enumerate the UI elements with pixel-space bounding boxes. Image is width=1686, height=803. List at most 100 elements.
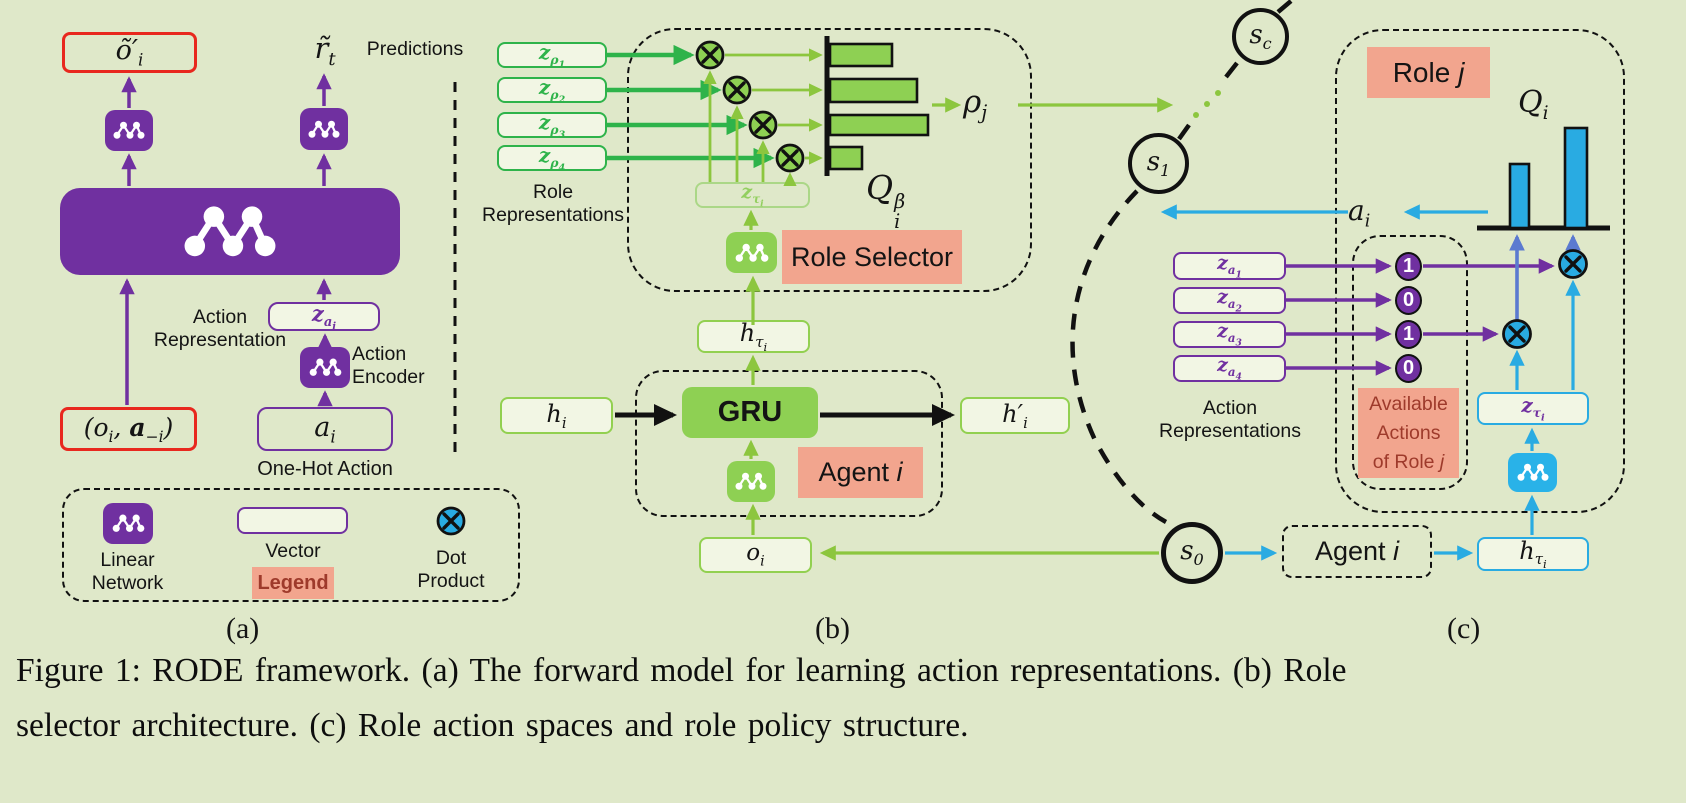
predictions-label: Predictions [366, 38, 464, 60]
role-vector-box: zρ4 [497, 142, 607, 174]
agent-title: Agent i [1314, 536, 1400, 566]
hidden-state-tau-label: hτi [1519, 536, 1547, 572]
legend-title-badge: Legend [252, 567, 334, 599]
role-j-title: Role j [1392, 56, 1465, 88]
action-vector-label: za4 [1217, 354, 1242, 383]
action-vector-box: za1 [1173, 252, 1286, 280]
linear-network-icon [300, 108, 348, 150]
agent-network-icon [727, 461, 775, 502]
mlp-glyph-icon [307, 118, 341, 141]
mlp-glyph-icon [112, 119, 146, 142]
role-policy-box [1335, 29, 1625, 513]
mask-digit: 1 [1402, 255, 1415, 277]
legend-vector-box [237, 507, 348, 534]
role-selector-title: Role Selector [790, 241, 954, 272]
trajectory-vector-label: zτi [1521, 393, 1545, 424]
forward-model-network-box [60, 188, 400, 275]
legend-title: Legend [257, 571, 329, 594]
hidden-state-tau-label: hτi [739, 319, 768, 354]
availability-mask-value: 0 [1395, 354, 1422, 383]
mask-digit: 1 [1402, 323, 1415, 345]
observation-label: oi [746, 540, 765, 570]
chosen-action-label: ai [1348, 194, 1371, 232]
state-s1-label: s1 [1146, 146, 1171, 181]
mask-digit: 0 [1402, 357, 1415, 379]
input-tuple-label: (oi, a−i) [83, 412, 174, 446]
mlp-glyph-icon [308, 356, 343, 379]
hidden-state-in-label: hi [546, 399, 567, 432]
hidden-state-in-box: hi [500, 397, 613, 434]
observation-box: oi [699, 537, 812, 573]
hidden-state-out-label: h′i [1002, 399, 1028, 432]
hidden-state-tau-box: hτi [697, 319, 810, 354]
role-vector-label: zρ4 [538, 142, 566, 174]
selected-role-label: ρj [963, 84, 988, 125]
gru-box: GRU [682, 387, 818, 438]
predicted-reward-label: r̃t [314, 30, 336, 70]
role-vector-box: zρ2 [497, 74, 607, 106]
action-vector-box: za4 [1173, 354, 1286, 383]
action-vector-box: za2 [1173, 286, 1286, 315]
panel-a-letter: (a) [226, 612, 260, 645]
panel-b-letter: (b) [815, 612, 850, 645]
state-s1-circle: s1 [1128, 133, 1189, 194]
state-s0-circle: s0 [1161, 522, 1223, 584]
role-policy-network-icon [1508, 453, 1557, 492]
mlp-glyph-icon [1516, 461, 1550, 484]
availability-mask-value: 1 [1395, 320, 1422, 349]
predicted-observation-label: õ′i [115, 35, 144, 70]
trajectory-vector-label: zτi [741, 180, 764, 210]
action-vector-box: za3 [1173, 320, 1286, 349]
trajectory-vector-box: zτi [695, 180, 810, 210]
legend-vector-label: Vector [265, 540, 321, 562]
mlp-glyph-icon [734, 470, 768, 493]
trajectory-vector-box: zτi [1477, 392, 1589, 425]
availability-mask-value: 0 [1395, 286, 1422, 315]
legend-box [62, 488, 520, 602]
action-representation-vector-box: zai [268, 300, 380, 333]
role-selector-network-icon [726, 232, 777, 273]
role-vector-box: zρ3 [497, 109, 607, 141]
agent-box: Agent i [1282, 525, 1432, 578]
agent-box [635, 370, 943, 517]
agent-badge: Agent i [798, 447, 923, 498]
mlp-glyph-icon [180, 199, 280, 265]
action-vector-label: za1 [1217, 251, 1242, 281]
available-actions-box [1352, 235, 1468, 490]
state-sc-circle: sc [1232, 8, 1289, 65]
predicted-observation-box: õ′i [62, 32, 197, 73]
mlp-glyph-icon [734, 241, 770, 265]
agent-title: Agent i [818, 457, 903, 487]
mask-digit: 0 [1402, 289, 1415, 311]
legend-linear-network-icon [103, 503, 153, 544]
gru-label: GRU [717, 396, 783, 428]
one-hot-action-label: One-Hot Action [257, 458, 393, 480]
q-i-label: Qi [1518, 85, 1549, 124]
panel-c-letter: (c) [1447, 612, 1481, 645]
figure-caption-line2: selector architecture. (c) Role action s… [16, 707, 969, 744]
input-tuple-box: (oi, a−i) [60, 407, 197, 451]
role-selector-badge: Role Selector [782, 230, 962, 284]
action-encoder-icon [300, 347, 350, 388]
role-vector-label: zρ2 [538, 74, 566, 106]
state-s0-label: s0 [1180, 536, 1204, 570]
state-sc-label: sc [1249, 19, 1272, 54]
action-representation-vector: zai [311, 300, 337, 333]
action-vector-label: za2 [1217, 286, 1242, 315]
role-vector-label: zρ3 [538, 109, 566, 141]
mlp-glyph-icon [111, 512, 146, 535]
availability-mask-value: 1 [1395, 252, 1422, 281]
hidden-state-tau-box: hτi [1477, 537, 1589, 571]
role-vector-box: zρ1 [497, 40, 607, 70]
action-vector-label: za3 [1217, 320, 1242, 349]
predicted-reward-box: r̃t [295, 29, 355, 71]
